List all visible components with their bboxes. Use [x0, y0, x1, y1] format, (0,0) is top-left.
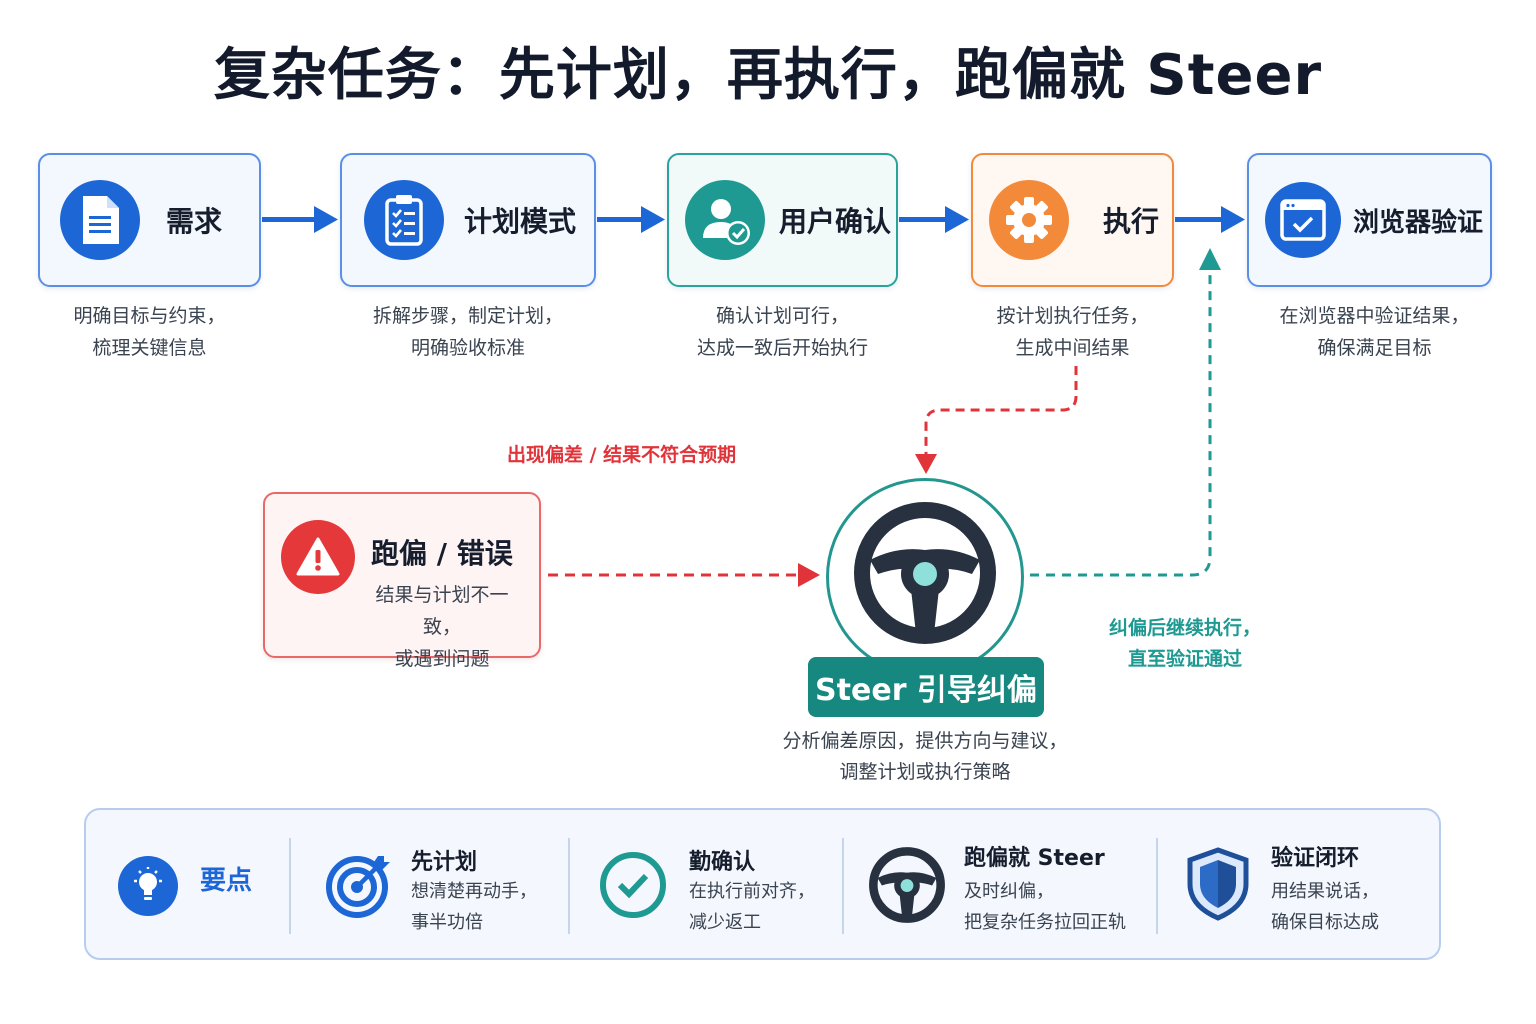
step-user-confirm: 用户确认 [667, 153, 898, 287]
error-desc: 结果与计划不一致，或遇到问题 [375, 584, 509, 670]
warning-icon [281, 520, 355, 594]
steering-wheel-icon [854, 502, 996, 644]
error-box: 跑偏 / 错误 结果与计划不一致，或遇到问题 [263, 492, 541, 670]
deviation-note: 出现偏差 / 结果不符合预期 [507, 444, 737, 466]
clipboard-checklist-icon [364, 180, 444, 260]
steer-node [826, 478, 1024, 676]
divider [568, 838, 570, 934]
key-point-text: 在执行前对齐，减少返工 [689, 881, 815, 933]
arrow-2 [597, 206, 665, 233]
steer-label: Steer 引导纠偏 [808, 657, 1044, 717]
step-desc: 明确目标与约束，梳理关键信息 [73, 305, 226, 359]
shield-icon [1186, 846, 1250, 922]
browser-check-icon [1265, 182, 1341, 258]
deviation-arrowhead [915, 454, 937, 474]
key-point-text: 及时纠偏，把复杂任务拉回正轨 [964, 881, 1126, 933]
step-label: 浏览器验证 [1353, 207, 1484, 238]
deviation-path [924, 366, 1078, 456]
key-point-title: 验证闭环 [1271, 846, 1360, 871]
gear-icon [989, 180, 1069, 260]
key-points-heading: 要点 [200, 866, 253, 896]
step-label: 需求 [166, 205, 223, 238]
arrow-4 [1175, 206, 1245, 233]
arrow-3 [899, 206, 969, 233]
step-browser-verify: 浏览器验证 [1247, 153, 1492, 287]
step-desc: 在浏览器中验证结果，确保满足目标 [1279, 305, 1470, 359]
lightbulb-icon [118, 856, 178, 916]
steer-return-path [1030, 268, 1212, 577]
page-title: 复杂任务：先计划，再执行，跑偏就 Steer [213, 43, 1323, 108]
step-label: 执行 [1103, 205, 1160, 238]
continue-note: 纠偏后继续执行，直至验证通过 [1108, 617, 1261, 670]
target-icon [326, 852, 392, 918]
divider [1156, 838, 1158, 934]
steer-return-arrowhead [1199, 248, 1221, 270]
steer-desc: 分析偏差原因，提供方向与建议，调整计划或执行策略 [782, 730, 1068, 783]
key-points-panel: 要点 先计划 想清楚再动手，事半功倍 勤确认 在执行前对齐，减少返工 [84, 808, 1441, 960]
error-to-steer-arrowhead [798, 563, 820, 587]
step-desc: 按计划执行任务，生成中间结果 [996, 305, 1149, 359]
divider [289, 838, 291, 934]
step-label: 用户确认 [779, 205, 892, 238]
key-point-text: 用结果说话，确保目标达成 [1271, 881, 1379, 933]
key-point-title: 先计划 [411, 850, 478, 875]
error-label: 跑偏 / 错误 [371, 537, 513, 570]
key-point-title: 跑偏就 Steer [964, 846, 1105, 871]
document-icon [60, 180, 140, 260]
steering-wheel-icon [868, 846, 946, 924]
key-point-text: 想清楚再动手，事半功倍 [411, 881, 537, 933]
step-execute: 执行 [971, 153, 1174, 287]
user-check-icon [685, 180, 765, 260]
step-requirement: 需求 [38, 153, 261, 287]
arrow-1 [262, 206, 338, 233]
step-plan-mode: 计划模式 [340, 153, 596, 287]
step-desc: 确认计划可行，达成一致后开始执行 [696, 305, 868, 359]
step-label: 计划模式 [464, 205, 577, 238]
key-point-title: 勤确认 [689, 850, 756, 875]
divider [842, 838, 844, 934]
check-circle-icon [598, 850, 668, 920]
step-desc: 拆解步骤，制定计划，明确验收标准 [372, 305, 563, 359]
